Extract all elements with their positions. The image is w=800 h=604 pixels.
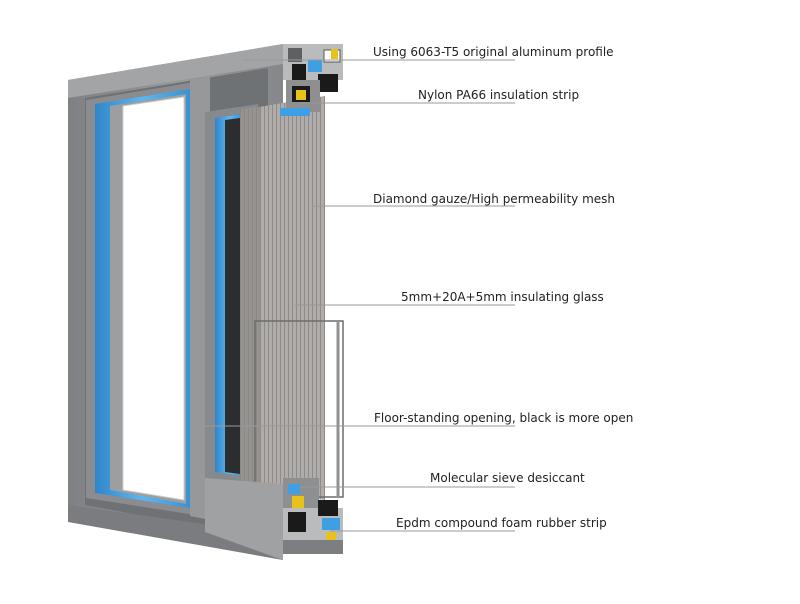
label-aluminum-profile: Using 6063-T5 original aluminum profile [373,45,614,59]
label-insulating-glass: 5mm+20A+5mm insulating glass [401,290,604,304]
mesh-panel [240,96,325,500]
label-nylon-strip: Nylon PA66 insulation strip [418,88,580,102]
leader-lines [202,59,515,532]
left-glass-inner [128,102,182,497]
mesh-shade [240,107,260,490]
top-profile-section [280,44,343,116]
top-rail [68,44,283,98]
label-desiccant: Molecular sieve desiccant [430,471,585,485]
bottom-profile-section [283,478,343,554]
bottom-frame-block [205,478,283,560]
bottom-rail [68,505,283,560]
label-floor-opening: Floor-standing opening, black is more op… [374,411,634,425]
right-sash-dark [225,118,240,474]
label-epdm-strip: Epdm compound foam rubber strip [396,516,607,530]
label-diamond-gauze: Diamond gauze/High permeability mesh [373,192,616,206]
